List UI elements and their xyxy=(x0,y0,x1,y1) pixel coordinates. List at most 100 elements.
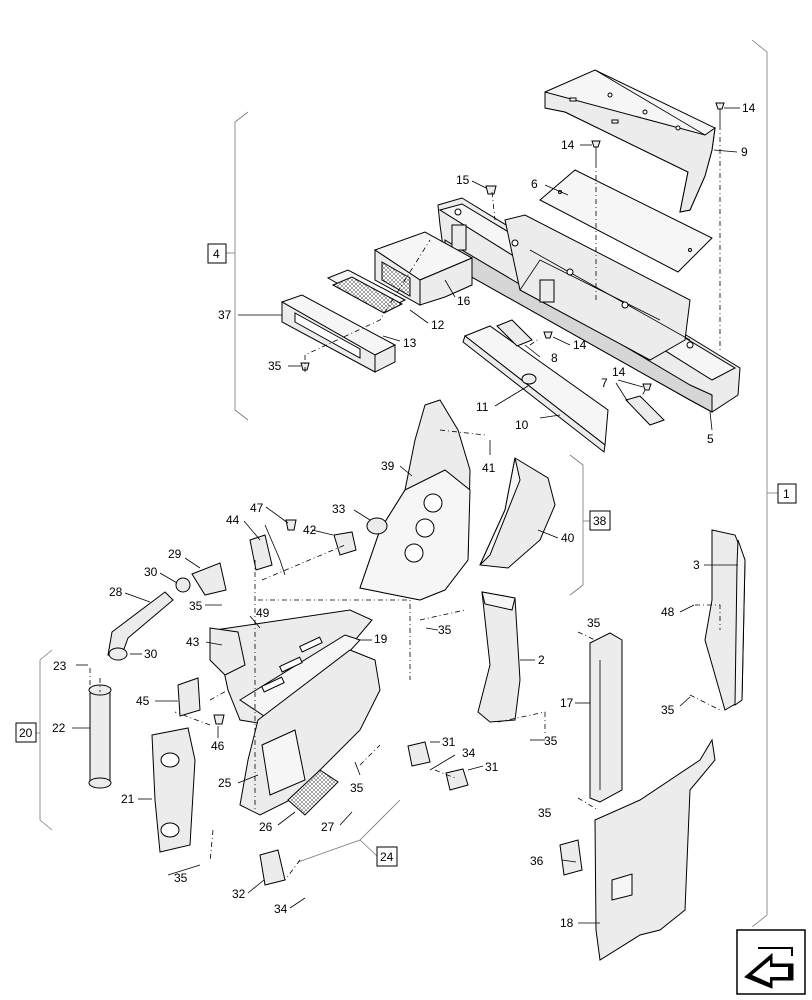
callout-10: 10 xyxy=(515,418,529,432)
group-box-4: 4 xyxy=(207,243,227,264)
callout-40: 40 xyxy=(561,531,575,545)
part-26-mesh xyxy=(287,769,339,816)
part-6-plate xyxy=(539,169,713,273)
callout-11: 11 xyxy=(476,400,489,414)
callout-19: 19 xyxy=(374,632,388,646)
callout-42: 42 xyxy=(303,523,317,537)
callout-43: 43 xyxy=(186,635,200,649)
callout-34: 34 xyxy=(462,746,476,760)
callout-35: 35 xyxy=(189,599,203,613)
part-3-trim xyxy=(704,529,746,711)
callout-32: 32 xyxy=(232,887,246,901)
callout-47: 47 xyxy=(250,501,264,515)
bracket-group-4 xyxy=(234,111,249,421)
callout-45: 45 xyxy=(136,694,150,708)
part-42-fitting xyxy=(333,531,357,556)
callout-18: 18 xyxy=(560,916,574,930)
part-22-tube xyxy=(88,684,112,789)
callout-34: 34 xyxy=(274,902,288,916)
callout-2: 2 xyxy=(538,653,545,667)
callout-35: 35 xyxy=(438,623,452,637)
callout-21: 21 xyxy=(121,792,135,806)
part-12-filter xyxy=(326,269,407,314)
callout-14: 14 xyxy=(742,101,756,115)
callout-37: 37 xyxy=(218,308,232,322)
part-37-frame xyxy=(280,294,397,373)
callout-35: 35 xyxy=(544,734,558,748)
callout-15: 15 xyxy=(456,173,470,187)
callout-35: 35 xyxy=(587,616,601,630)
callout-35: 35 xyxy=(538,806,552,820)
leader-lines xyxy=(72,107,740,924)
bracket-group-38 xyxy=(569,454,584,596)
callout-35: 35 xyxy=(174,871,188,885)
part-36-grille xyxy=(559,839,583,876)
callout-36: 36 xyxy=(530,854,544,868)
callout-39: 39 xyxy=(381,459,395,473)
part-44-bracket xyxy=(249,534,273,571)
part-30-clamp xyxy=(108,647,128,661)
part-7-clip xyxy=(625,395,665,426)
callout-46: 46 xyxy=(211,739,225,753)
part-33-grommet xyxy=(366,517,388,535)
part-17-pillar-trim xyxy=(589,632,623,803)
svg-text:24: 24 xyxy=(380,850,394,864)
part-18-side-panel xyxy=(594,738,716,961)
svg-text:1: 1 xyxy=(783,487,790,501)
group-box-1: 1 xyxy=(777,483,797,504)
bracket-group-1 xyxy=(751,39,768,928)
part-8-clip xyxy=(496,319,533,347)
callout-48: 48 xyxy=(661,605,675,619)
callout-3: 3 xyxy=(693,558,700,572)
callout-7: 7 xyxy=(601,376,608,390)
callout-14: 14 xyxy=(573,338,587,352)
callout-5: 5 xyxy=(707,432,714,446)
part-9-top-cover xyxy=(544,69,716,213)
part-10-front-panel xyxy=(462,325,609,453)
part-5-main-housing xyxy=(437,197,741,413)
callout-31: 31 xyxy=(442,735,456,749)
callout-23: 23 xyxy=(53,659,67,673)
part-11-grommet xyxy=(521,373,537,385)
callout-49: 49 xyxy=(256,606,270,620)
callout-41: 41 xyxy=(482,461,496,475)
part-46-screw xyxy=(213,714,225,725)
callout-35: 35 xyxy=(350,781,364,795)
part-2-duct xyxy=(477,591,521,723)
part-25-lower-housing xyxy=(239,649,381,816)
svg-text:4: 4 xyxy=(213,247,220,261)
callout-29: 29 xyxy=(168,547,182,561)
callout-8: 8 xyxy=(551,351,558,365)
callout-12: 12 xyxy=(431,318,445,332)
callout-30: 30 xyxy=(144,565,158,579)
callout-44: 44 xyxy=(226,513,240,527)
callout-13: 13 xyxy=(403,336,417,350)
part-39-console xyxy=(359,399,471,601)
callout-28: 28 xyxy=(109,585,123,599)
callout-14: 14 xyxy=(612,365,626,379)
callout-25: 25 xyxy=(218,776,232,790)
callout-30: 30 xyxy=(144,647,158,661)
part-40-duct-cover xyxy=(479,457,556,569)
part-19-vent-housing xyxy=(209,609,373,726)
bracket-group-20 xyxy=(39,649,53,831)
part-21-side-duct xyxy=(151,727,196,853)
callout-22: 22 xyxy=(52,721,66,735)
callout-9: 9 xyxy=(741,145,748,159)
group-box-38: 38 xyxy=(589,510,611,531)
assembly-lines xyxy=(89,125,721,881)
part-31-damper xyxy=(407,741,431,767)
group-box-20: 20 xyxy=(15,722,37,743)
callout-31: 31 xyxy=(485,760,499,774)
svg-text:20: 20 xyxy=(19,726,33,740)
arrow-back-icon[interactable] xyxy=(736,929,806,995)
callout-16: 16 xyxy=(457,294,471,308)
callout-35: 35 xyxy=(268,359,282,373)
screws-top xyxy=(300,102,725,391)
callout-35: 35 xyxy=(661,703,675,717)
callout-17: 17 xyxy=(560,696,574,710)
part-29-nozzle xyxy=(191,562,227,596)
callout-labels: 14 9 14 15 6 16 37 12 13 35 14 8 14 7 11… xyxy=(52,101,756,930)
callout-27: 27 xyxy=(321,820,335,834)
callout-26: 26 xyxy=(259,820,273,834)
